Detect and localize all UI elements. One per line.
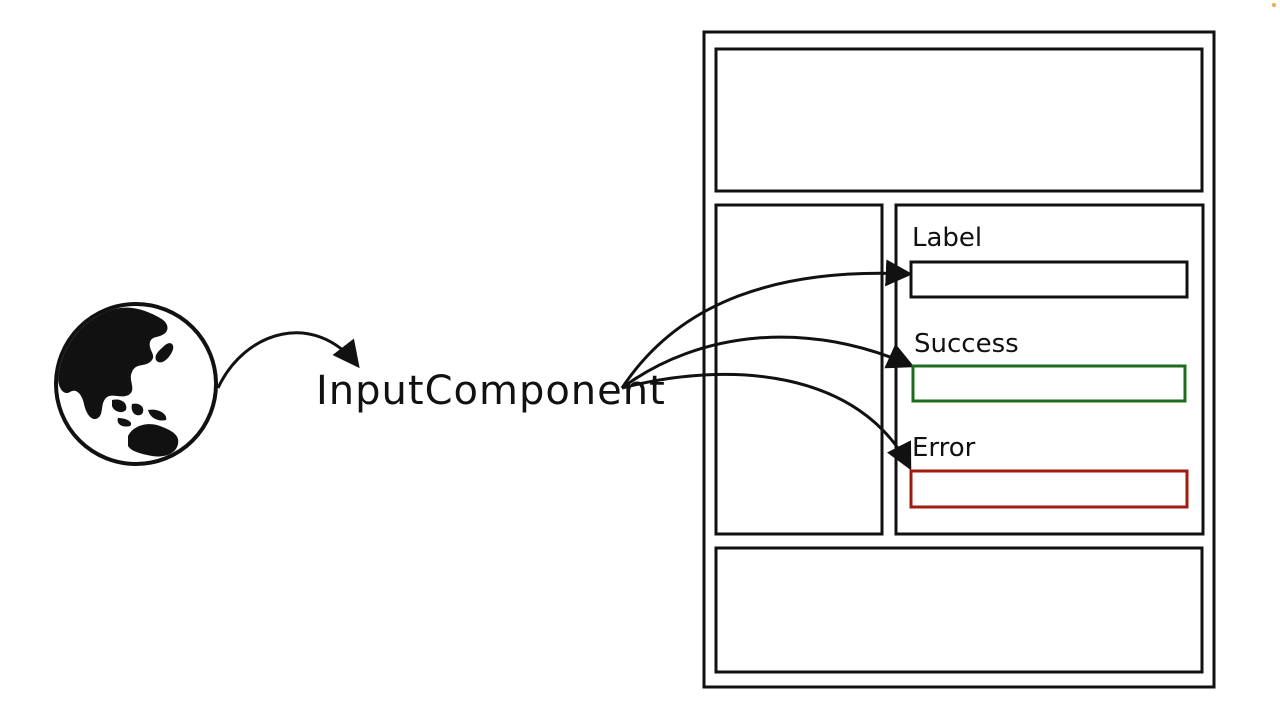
arrow-to-success-field	[621, 335, 915, 390]
field-label-text: Label	[912, 223, 982, 253]
label-input-box	[909, 260, 1189, 299]
footer-block	[714, 546, 1204, 674]
page-outer-frame	[702, 30, 1216, 689]
arrow-to-error-field	[621, 372, 912, 471]
sidebar-block	[714, 203, 884, 536]
component-name-label: InputComponent	[316, 368, 666, 414]
success-label-text: Success	[914, 329, 1019, 359]
success-input-box	[911, 364, 1187, 403]
page-wireframe	[702, 30, 1216, 689]
globe-icon	[54, 302, 218, 466]
arrow-to-label-field	[620, 259, 913, 389]
error-input-box	[909, 469, 1189, 509]
error-label-text: Error	[912, 433, 976, 463]
globe-to-component-arrow	[216, 331, 360, 389]
content-block	[894, 203, 1205, 536]
corner-accent-dot	[1272, 3, 1276, 7]
header-block	[714, 47, 1204, 193]
